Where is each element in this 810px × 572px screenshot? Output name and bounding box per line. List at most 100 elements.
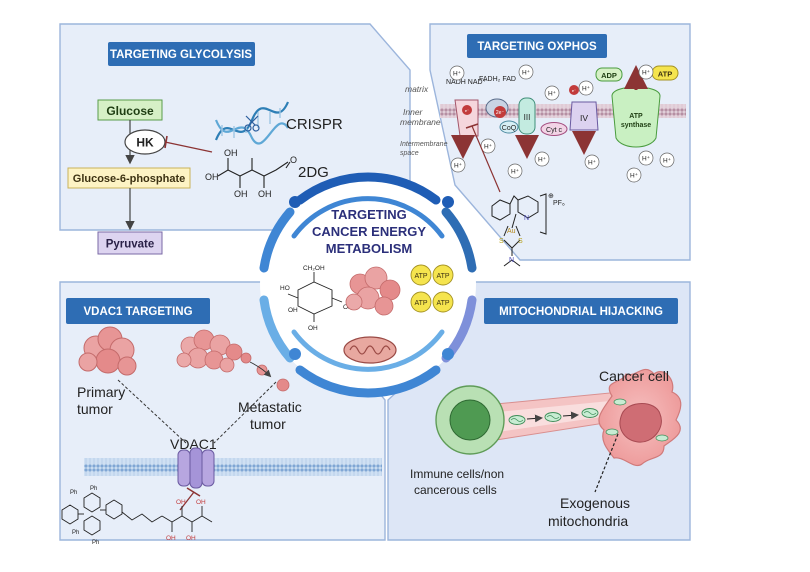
glucose-label: HO: [280, 285, 290, 292]
compound-label: OH: [186, 535, 196, 542]
compound-label: Ph: [90, 486, 97, 492]
complex-iii-label: III: [524, 113, 531, 122]
proton-label: H⁺: [454, 163, 463, 170]
compound-atom: N: [524, 215, 529, 222]
ring-segment: [441, 207, 477, 273]
proton-group-matrix: H⁺ H⁺ H⁺ H⁺ H⁺: [449, 64, 654, 101]
ring-node: [442, 196, 454, 208]
complex-iv: [569, 101, 599, 131]
proton-label: H⁺: [511, 169, 520, 176]
header-bg: [108, 42, 255, 66]
coq-label: CoQ: [502, 125, 517, 132]
atp-molecule: [432, 291, 454, 313]
atp-label: ATP: [436, 273, 449, 280]
cancer-cell-mitochondria: [605, 398, 669, 442]
proton-label: H⁺: [548, 91, 557, 98]
exogenous-label: Exogenous: [560, 495, 630, 511]
atp-label: ATP: [414, 273, 427, 280]
mitochondria-in-transit: [508, 408, 599, 425]
panel-header: TARGETING OXPHOS: [477, 41, 597, 53]
panel-header: VDAC1 TARGETING: [83, 306, 192, 318]
ring-segment: [295, 172, 441, 205]
compound-charge: ⊕: [548, 193, 554, 200]
dotted-connector: [117, 379, 187, 444]
inhibition-bar: [186, 487, 201, 497]
2dg-oh-label: OH: [224, 148, 238, 158]
primary-tumor-label: Primary: [77, 384, 125, 400]
compound-label: Ph: [92, 540, 99, 546]
ring-segment: [259, 295, 295, 363]
header-bg: [484, 298, 678, 324]
center-cancer-cluster-icon: [345, 266, 401, 316]
center-glucose-structure: [287, 272, 343, 322]
proton-label: H⁺: [663, 158, 672, 165]
glycolysis-content: Glucose HK Glucose-6-phosphate Pyruvate: [67, 99, 343, 255]
proton-label: H⁺: [484, 144, 493, 151]
atp-label: ATP: [436, 300, 449, 307]
scissors-icon: [244, 115, 260, 132]
metastatic-cells-icon: [176, 329, 290, 392]
glucose-label: OH: [308, 325, 318, 332]
electron-label: e⁻: [572, 88, 576, 93]
compound-label: Ph: [72, 530, 79, 536]
header-bg: [467, 34, 607, 58]
inhibition-bar: [164, 135, 168, 149]
panel-header: TARGETING GLYCOLYSIS: [110, 49, 252, 61]
gold-compound-structure: [491, 193, 547, 267]
complex-iv-label: IV: [580, 113, 588, 123]
electron-dot: [569, 85, 579, 95]
ring-segment: [259, 207, 295, 273]
proton-label: H⁺: [522, 70, 531, 77]
header-bg: [66, 298, 210, 324]
arrow: [526, 414, 543, 423]
metastatic-tumor-label: Metastatic: [238, 399, 302, 415]
g6p-box: [67, 167, 191, 189]
proton-label: H⁺: [642, 156, 651, 163]
compound-label: Ph: [70, 490, 77, 496]
cancer-cell-label: Cancer cell: [599, 368, 669, 384]
compound-label: OH: [166, 535, 176, 542]
compound-label: OH: [196, 499, 206, 506]
dotted-connector: [213, 381, 277, 444]
center-title-line: TARGETING: [331, 207, 407, 222]
center-hub: TARGETING CANCER ENERGY METABOLISM CH₂OH…: [259, 172, 477, 398]
cytc-label: Cyt c: [546, 127, 562, 134]
hijacking-content: Cancer cell Immune cells/non cancerous c…: [410, 368, 682, 529]
inner-membrane-label: Inner: [403, 107, 424, 117]
matrix-label: matrix: [405, 84, 429, 94]
proton-label: H⁺: [453, 71, 462, 78]
immune-cell-nucleus: [449, 399, 491, 441]
atp-synthase: [611, 86, 661, 148]
proton-label: H⁺: [538, 157, 547, 164]
pyruvate-box: [97, 231, 163, 255]
atp-label: ATP: [658, 70, 672, 79]
vdac1-channel: [177, 447, 215, 489]
inhibition-line: [164, 141, 213, 153]
proton-label: H⁺: [630, 173, 639, 180]
atp-synthase-label: synthase: [621, 122, 651, 129]
compound-label: OH: [176, 499, 186, 506]
ring-node: [289, 196, 301, 208]
primary-tumor-label: tumor: [77, 401, 113, 417]
arrow: [562, 411, 579, 420]
metastatic-tumor-label: tumor: [250, 416, 286, 432]
adp-label: ADP: [601, 71, 617, 80]
electron-label: e⁻: [465, 108, 469, 113]
g6p-label: Glucose-6-phosphate: [73, 173, 185, 185]
glucose-formula: CH₂OH: [303, 265, 325, 272]
center-title-line: CANCER ENERGY: [312, 224, 426, 239]
vdac1-label: VDAC1: [170, 436, 217, 452]
center-atp-group: ATP ATP ATP ATP: [410, 264, 454, 313]
cancer-cell-nucleus: [619, 403, 662, 443]
proton-label: H⁺: [582, 86, 591, 93]
ring-node: [289, 348, 301, 360]
atp-molecule: [410, 264, 432, 286]
center-mitochondrion-icon: [343, 336, 397, 364]
inner-ring: [291, 196, 445, 372]
pf6-label: PF₆: [553, 200, 565, 207]
proton-label: H⁺: [588, 160, 597, 167]
panel-header: MITOCHONDRIAL HIJACKING: [499, 306, 663, 318]
nadh-label: NADH NAD⁺: [446, 79, 487, 86]
primary-tumor-icon: [78, 326, 137, 376]
